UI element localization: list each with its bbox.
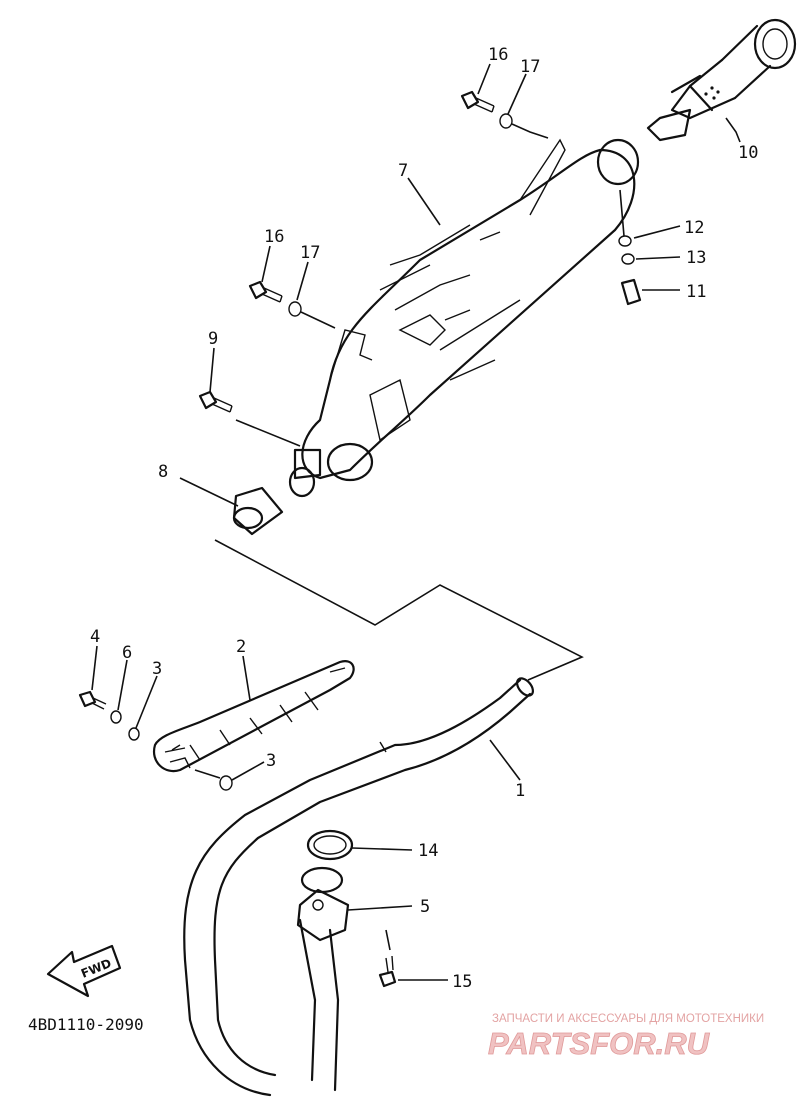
part-3-collar-lower: [194, 769, 233, 791]
callout-16b: 16: [264, 227, 284, 247]
part-17-washer-upper: [499, 113, 549, 139]
leader-lines: [91, 63, 741, 981]
fwd-arrow-icon: FWD: [46, 944, 122, 998]
part-7-muffler: [288, 138, 640, 498]
part-11-nut: [620, 278, 642, 306]
callout-11: 11: [686, 282, 706, 302]
callout-3b: 3: [266, 751, 276, 771]
watermark-tagline: ЗАПЧАСТИ И АКСЕССУАРЫ ДЛЯ МОТОТЕХНИКИ: [492, 1013, 764, 1025]
callout-7: 7: [398, 161, 408, 181]
part-8-sleeve: [232, 486, 284, 536]
part-2-protector: [152, 660, 355, 773]
callout-2: 2: [236, 637, 246, 657]
watermark: ЗАПЧАСТИ И АКСЕССУАРЫ ДЛЯ МОТОТЕХНИКИ PA…: [488, 1013, 765, 1061]
callout-17b: 17: [300, 243, 320, 263]
drawing-code: 4BD1110-2090: [28, 1015, 144, 1034]
part-5-flange: [296, 866, 350, 942]
callout-14: 14: [418, 841, 438, 861]
part-10-tail-pipe: [646, 18, 797, 142]
callout-5: 5: [420, 897, 430, 917]
part-1-exhaust-pipe: [183, 677, 535, 1097]
part-16-bolt-lower: [248, 280, 283, 303]
watermark-brand: PARTSFOR.RU: [488, 1026, 711, 1061]
part-17-washer-lower: [288, 301, 336, 329]
callout-13: 13: [686, 248, 706, 268]
callout-4: 4: [90, 627, 100, 647]
part-14-gasket: [306, 829, 354, 861]
part-9-bolt: [198, 390, 301, 447]
callout-1: 1: [515, 781, 525, 801]
callout-12: 12: [684, 218, 704, 238]
callout-15: 15: [452, 972, 472, 992]
callout-9: 9: [208, 329, 218, 349]
part-13-washer: [621, 253, 635, 265]
callout-labels: 1 2 3 3 4 5 6 7 8 9 10 11 12 13 14 15 16…: [90, 45, 758, 992]
callout-8: 8: [158, 462, 168, 482]
part-12-washer: [618, 189, 632, 247]
part-16-bolt-upper: [460, 90, 495, 113]
assembly-link-line: [214, 539, 584, 681]
callout-6: 6: [122, 643, 132, 663]
part-3-collar-upper: [128, 727, 140, 741]
part-15-stud: [378, 929, 397, 988]
callout-17a: 17: [520, 57, 540, 77]
part-6-washer: [110, 710, 122, 724]
fwd-label: FWD: [79, 956, 113, 981]
callout-3a: 3: [152, 659, 162, 679]
callout-16a: 16: [488, 45, 508, 65]
callout-10: 10: [738, 143, 758, 163]
part-4-bolt: [78, 690, 107, 710]
